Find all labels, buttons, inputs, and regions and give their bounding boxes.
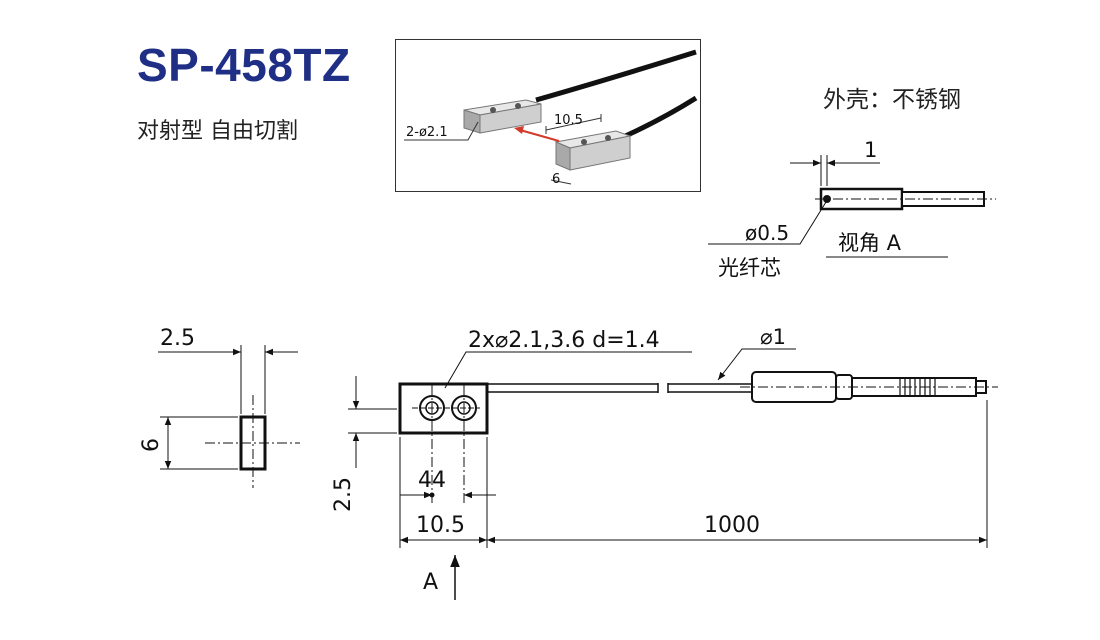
side-dim-2-5: 2.5 — [331, 477, 356, 512]
holes-spec-label: 2x⌀2.1,3.6 d=1.4 — [468, 328, 660, 353]
pitch-dot-icon — [429, 492, 435, 498]
housing-material: 外壳：不锈钢 — [823, 87, 961, 113]
model-title: SP-458TZ — [137, 39, 351, 91]
side-dim-1: 1 — [864, 138, 877, 162]
pitch-dim-44: 44 — [418, 468, 446, 493]
end-dim-height: 6 — [139, 438, 164, 452]
main-view: 2x⌀2.1,3.6 d=1.4 ⌀1 2.5 44 10.5 1000 A — [331, 325, 998, 600]
end-dim-thickness: 2.5 — [160, 326, 195, 351]
photo-hole-icon — [605, 135, 611, 141]
view-a-label: 视角 A — [838, 231, 902, 255]
product-photo-drawing: 2-ø2.1 10.5 6 — [404, 49, 698, 187]
photo-label-width: 6 — [552, 172, 560, 187]
type-subtitle: 对射型 自由切割 — [137, 119, 298, 144]
photo-hole-icon — [490, 107, 496, 113]
holes-spec-leader — [444, 351, 692, 389]
view-a-arrow-label: A — [423, 570, 438, 595]
photo-width-dim-line — [550, 179, 572, 185]
product-photo: 2-ø2.1 10.5 6 — [395, 39, 701, 192]
end-view: 2.5 6 — [139, 326, 300, 488]
cable-dim-1000: 1000 — [704, 513, 760, 538]
photo-hole-icon — [515, 103, 521, 109]
core-label: 光纤芯 — [718, 256, 781, 280]
side-view: 1 ø0.5 光纤芯 视角 A — [708, 138, 996, 280]
core-diameter-label: ø0.5 — [745, 221, 789, 245]
photo-cable-upper — [535, 49, 697, 103]
photo-red-arrow-line — [519, 129, 560, 142]
photo-hole-icon — [581, 139, 587, 145]
photo-length-dim-line — [545, 117, 602, 131]
body-dim-10-5: 10.5 — [416, 513, 465, 538]
fiber-diameter-leader — [717, 348, 796, 381]
photo-block-upper-front — [479, 103, 542, 134]
photo-label-holes: 2-ø2.1 — [406, 125, 448, 140]
core-leader-line — [708, 201, 827, 245]
photo-red-arrowhead-icon — [514, 126, 524, 134]
photo-cable-lower — [619, 95, 698, 141]
fiber-diameter-label: ⌀1 — [760, 325, 786, 349]
photo-label-length: 10.5 — [554, 113, 583, 128]
fiber-core-dot-icon — [823, 195, 831, 203]
photo-hole-leader — [404, 121, 479, 141]
